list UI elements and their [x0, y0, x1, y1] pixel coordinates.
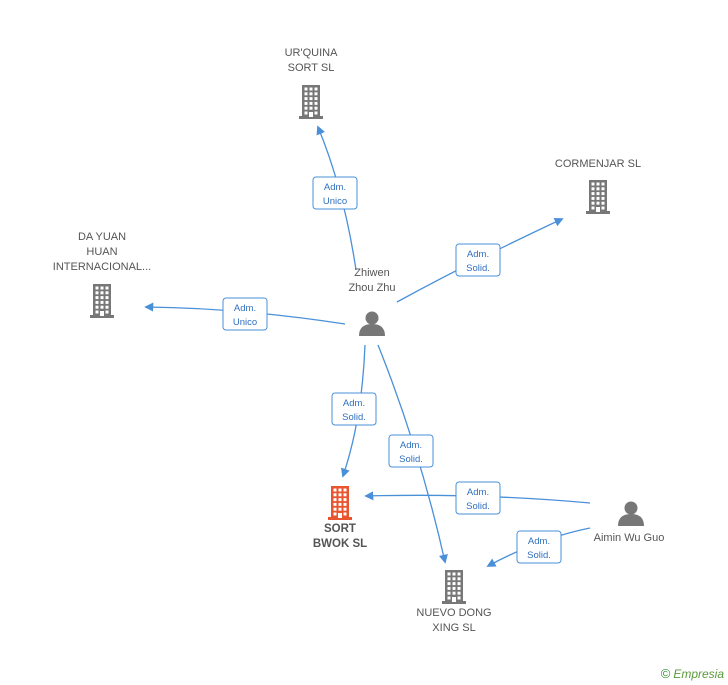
edge-aimin-nuevodong: Adm. Solid.	[486, 527, 591, 567]
role-badge-label: Adm.	[234, 303, 256, 314]
company-label: BWOK SL	[313, 538, 367, 550]
role-badge-label: Adm.	[467, 487, 489, 498]
role-badge[interactable]: Adm. Solid.	[331, 392, 377, 426]
role-badge-label: Adm.	[528, 536, 550, 547]
company-label: XING SL	[432, 622, 475, 634]
company-urquina[interactable]: UR'QUINA SORT SL	[285, 47, 338, 119]
person-label: Zhou Zhu	[348, 282, 395, 294]
company-nuevodong[interactable]: NUEVO DONG XING SL	[416, 570, 492, 634]
role-badge-label: Solid.	[527, 550, 551, 561]
role-badge-box	[455, 481, 501, 515]
role-badge-label: Adm.	[467, 249, 489, 260]
role-badge[interactable]: Adm. Solid.	[455, 243, 501, 277]
company-label: SORT SL	[288, 62, 335, 74]
role-badge-box	[222, 297, 268, 331]
footer-logo: ©Empresia	[661, 666, 724, 681]
company-dayuan[interactable]: DA YUAN HUAN INTERNACIONAL...	[53, 231, 151, 318]
role-badge-label: Adm.	[324, 182, 346, 193]
company-label: SORT	[324, 523, 356, 535]
role-badge-label: Unico	[233, 317, 257, 328]
building-icon	[90, 284, 114, 318]
role-badge[interactable]: Adm. Solid.	[516, 530, 562, 564]
role-badge-box	[331, 392, 377, 426]
company-label: CORMENJAR SL	[555, 158, 641, 170]
person-icon	[618, 501, 644, 526]
company-label: HUAN	[86, 246, 117, 258]
company-label: INTERNACIONAL...	[53, 261, 151, 273]
edge-zhiwen-sortbwok: Adm. Solid.	[331, 344, 377, 478]
person-label: Zhiwen	[354, 267, 389, 279]
role-badge-label: Solid.	[342, 412, 366, 423]
copyright-symbol: ©	[660, 666, 671, 681]
company-label: UR'QUINA	[285, 47, 338, 59]
edge-zhiwen-cormenjar: Adm. Solid.	[396, 217, 564, 303]
person-aimin[interactable]: Aimin Wu Guo	[594, 501, 665, 545]
brand-logo: Empresia	[673, 667, 724, 681]
role-badge-box	[455, 243, 501, 277]
edge-zhiwen-urquina: Adm. Unico	[312, 125, 358, 271]
company-label: NUEVO DONG	[416, 607, 491, 619]
person-label: Aimin Wu Guo	[594, 532, 665, 544]
role-badge-box	[516, 530, 562, 564]
role-badge-label: Solid.	[466, 501, 490, 512]
building-icon	[328, 486, 352, 520]
company-sortbwok[interactable]: SORT BWOK SL	[313, 486, 367, 550]
nodes: UR'QUINA SORT SL CORMENJAR SL DA YUAN HUAN IN…	[53, 47, 665, 634]
building-icon	[442, 570, 466, 604]
edge-aimin-sortbwok: Adm. Solid.	[364, 481, 591, 515]
role-badge-label: Solid.	[466, 263, 490, 274]
role-badge[interactable]: Adm. Unico	[222, 297, 268, 331]
building-icon	[299, 85, 323, 119]
role-badge-label: Solid.	[399, 454, 423, 465]
company-label: DA YUAN	[78, 231, 126, 243]
role-badge[interactable]: Adm. Solid.	[455, 481, 501, 515]
company-cormenjar[interactable]: CORMENJAR SL	[555, 158, 641, 214]
edges: Adm.UnicoAdm.Solid.Adm.UnicoAdm.Solid.Ad…	[144, 125, 591, 567]
edge-zhiwen-nuevodong: Adm. Solid.	[377, 344, 448, 564]
role-badge-box	[388, 434, 434, 468]
edge-zhiwen-dayuan: Adm. Unico	[144, 297, 346, 331]
person-icon	[359, 311, 385, 336]
building-icon	[586, 180, 610, 214]
role-badge[interactable]: Adm. Solid.	[388, 434, 434, 468]
role-badge-box	[312, 176, 358, 210]
role-badge-label: Unico	[323, 196, 347, 207]
role-badge-label: Adm.	[400, 440, 422, 451]
role-badge[interactable]: Adm. Unico	[312, 176, 358, 210]
role-badge-label: Adm.	[343, 398, 365, 409]
